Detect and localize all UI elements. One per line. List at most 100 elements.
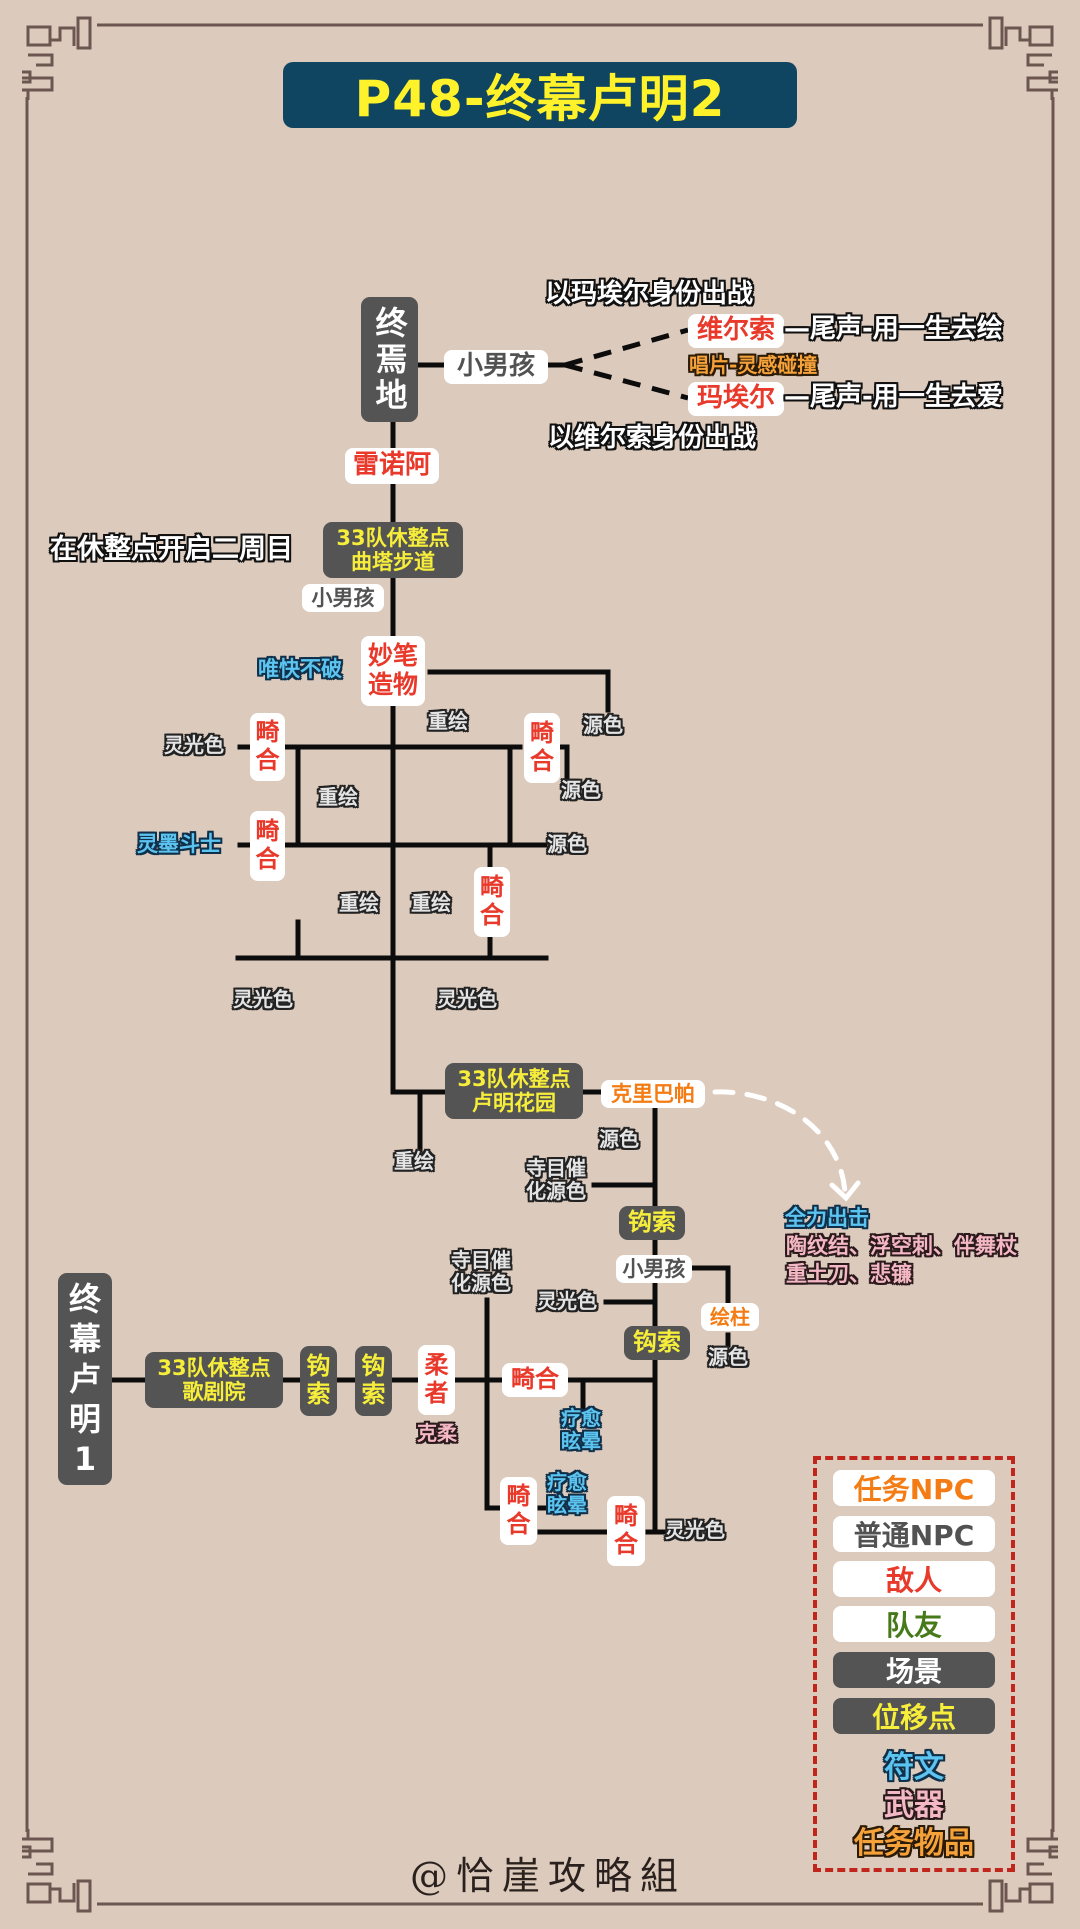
enemy-mayer[interactable]: 玛埃尔: [688, 382, 784, 416]
legend-warp-point: 位移点: [833, 1698, 995, 1734]
quest-npc-kelibapa-label: 克里巴帕: [611, 1081, 695, 1106]
enemy-qihe-7-char1: 畸: [614, 1502, 638, 1531]
legend-normal-npc: 普通NPC: [833, 1516, 995, 1552]
tree-lines-middle: [235, 669, 611, 1153]
enemy-wilso-label: 维尔索: [696, 315, 775, 346]
enemy-miaobi[interactable]: 妙笔 造物: [361, 636, 425, 706]
legend-weapon: 武器: [884, 1788, 944, 1823]
rune-heal-2: 疗愈 眩晕: [547, 1471, 587, 1517]
warp-camp-opera-line2: 歌剧院: [182, 1380, 246, 1404]
rune-heal-1-line2: 眩晕: [561, 1429, 601, 1453]
catalyst-1-line1: 寺目催: [526, 1156, 586, 1180]
rune-lingmo: 灵墨斗士: [137, 832, 221, 856]
scene-luming-1-char1: 终: [68, 1280, 101, 1318]
label-chonghui-2: 重绘: [318, 785, 358, 809]
catalyst-2-line1: 寺目催: [451, 1248, 511, 1272]
warp-camp-opera-line1: 33队休整点: [157, 1355, 271, 1380]
reward-arrow: [712, 1089, 861, 1202]
enemy-qihe-2[interactable]: 畸 合: [524, 713, 560, 783]
enemy-qihe-1[interactable]: 畸 合: [250, 713, 285, 781]
label-catalyst-1: 寺目催 化源色: [526, 1157, 586, 1203]
warp-camp-quta[interactable]: 33队休整点 曲塔步道: [323, 522, 463, 578]
enemy-qihe-1-char2: 合: [255, 746, 280, 774]
scene-luming-1-char5: 1: [73, 1440, 97, 1478]
legend-quest-npc: 任务NPC: [833, 1470, 995, 1506]
scene-luming-1-char2: 幕: [68, 1320, 101, 1358]
enemy-rouzhe[interactable]: 柔 者: [418, 1345, 455, 1415]
legend-rune: 符文: [884, 1750, 944, 1785]
warp-camp-quta-line2: 曲塔步道: [351, 550, 435, 574]
label-yuanse-2: 源色: [561, 778, 601, 802]
enemy-qihe-7[interactable]: 畸 合: [607, 1496, 645, 1566]
scene-luming-1[interactable]: 终 幕 卢 明 1: [58, 1273, 112, 1485]
tree-lines-bottom: [109, 1297, 668, 1535]
enemy-qihe-3[interactable]: 畸 合: [250, 811, 285, 881]
label-lingguangse-5: 灵光色: [665, 1518, 725, 1542]
label-lingguangse-3: 灵光色: [437, 987, 497, 1011]
npc-boy-2[interactable]: 小男孩: [302, 584, 384, 612]
warp-hook-3[interactable]: 钩 索: [300, 1346, 337, 1416]
legend-scene: 场景: [833, 1652, 995, 1688]
enemy-qihe-4[interactable]: 畸 合: [474, 867, 510, 937]
label-yuanse-1: 源色: [583, 713, 623, 737]
rune-heal-2-line1: 疗愈: [547, 1470, 587, 1494]
warp-camp-garden-line1: 33队休整点: [457, 1066, 571, 1091]
ending-mayer: —尾声-用一生去爱: [784, 382, 1003, 412]
warp-hook-2-label: 钩索: [633, 1328, 681, 1357]
warp-camp-opera[interactable]: 33队休整点 歌剧院: [145, 1352, 283, 1408]
quest-item-record: 唱片-灵感碰撞: [689, 353, 818, 377]
warp-hook-3-char1: 钩: [306, 1352, 331, 1381]
label-chonghui-4: 重绘: [411, 891, 451, 915]
enemy-qihe-5[interactable]: 畸合: [502, 1363, 568, 1397]
enemy-qihe-1-char1: 畸: [255, 718, 280, 747]
scene-luming-1-char3: 卢: [68, 1360, 101, 1398]
legend-enemy: 敌人: [833, 1561, 995, 1597]
enemy-qihe-6[interactable]: 畸 合: [500, 1477, 537, 1545]
corner-ornament-top-right: [988, 16, 1058, 100]
label-lingguangse-4: 灵光色: [537, 1289, 597, 1313]
enemy-miaobi-line1: 妙笔: [367, 641, 418, 671]
enemy-rouzhe-char2: 者: [424, 1379, 449, 1407]
enemy-rouzhe-char1: 柔: [424, 1351, 449, 1380]
enemy-qihe-7-char2: 合: [614, 1530, 638, 1558]
label-lingguangse-2: 灵光色: [233, 987, 293, 1011]
enemy-mayer-label: 玛埃尔: [696, 383, 775, 414]
decorative-frame: [25, 23, 1055, 1906]
corner-ornament-bottom-right: [988, 1829, 1058, 1913]
corner-ornament-bottom-left: [22, 1829, 92, 1913]
enemy-qihe-6-char1: 畸: [506, 1482, 531, 1511]
quest-npc-kelibapa[interactable]: 克里巴帕: [601, 1080, 705, 1108]
warp-hook-1-label: 钩索: [628, 1208, 676, 1237]
enemy-qihe-3-char1: 畸: [255, 817, 280, 846]
weapon-kerou: 克柔: [417, 1421, 457, 1445]
quest-npc-huizhu[interactable]: 绘柱: [701, 1303, 759, 1331]
scene-zhongyandi-label: 终焉地: [370, 305, 409, 414]
author-watermark: @恰崖攻略組: [410, 1854, 687, 1898]
npc-boy-1[interactable]: 小男孩: [444, 350, 548, 384]
corner-ornament-top-left: [22, 16, 92, 100]
label-yuanse-3: 源色: [547, 832, 587, 856]
label-chonghui-1: 重绘: [428, 709, 468, 733]
rune-heal-1-line1: 疗愈: [561, 1406, 601, 1430]
warp-hook-2[interactable]: 钩索: [624, 1326, 690, 1360]
legend-box: 任务NPC 普通NPC 敌人 队友 场景 位移点 符文 武器 任务物品: [813, 1456, 1015, 1872]
tree-lines-lower: [591, 1102, 731, 1535]
catalyst-2-line2: 化源色: [451, 1271, 511, 1295]
warp-camp-quta-line1: 33队休整点: [336, 525, 450, 550]
npc-boy-3-label: 小男孩: [622, 1256, 686, 1281]
warp-hook-1[interactable]: 钩索: [619, 1206, 685, 1240]
npc-boy-3[interactable]: 小男孩: [616, 1255, 692, 1283]
note-new-game-plus: 在休整点开启二周目: [50, 534, 293, 565]
enemy-wilso[interactable]: 维尔索: [688, 314, 784, 348]
scene-zhongyandi[interactable]: 终焉地: [361, 297, 418, 422]
enemy-qihe-3-char2: 合: [255, 845, 280, 873]
warp-camp-luming-garden[interactable]: 33队休整点 卢明花园: [445, 1063, 583, 1119]
warp-camp-garden-line2: 卢明花园: [472, 1091, 556, 1115]
warp-hook-4[interactable]: 钩 索: [355, 1346, 392, 1416]
label-chonghui-3: 重绘: [339, 891, 379, 915]
warp-hook-4-char1: 钩: [361, 1352, 386, 1381]
enemy-renoir[interactable]: 雷诺阿: [345, 448, 439, 484]
ending-wilso: —尾声-用一生去绘: [784, 314, 1003, 344]
label-as-mayer: 以玛埃尔身份出战: [545, 279, 754, 309]
